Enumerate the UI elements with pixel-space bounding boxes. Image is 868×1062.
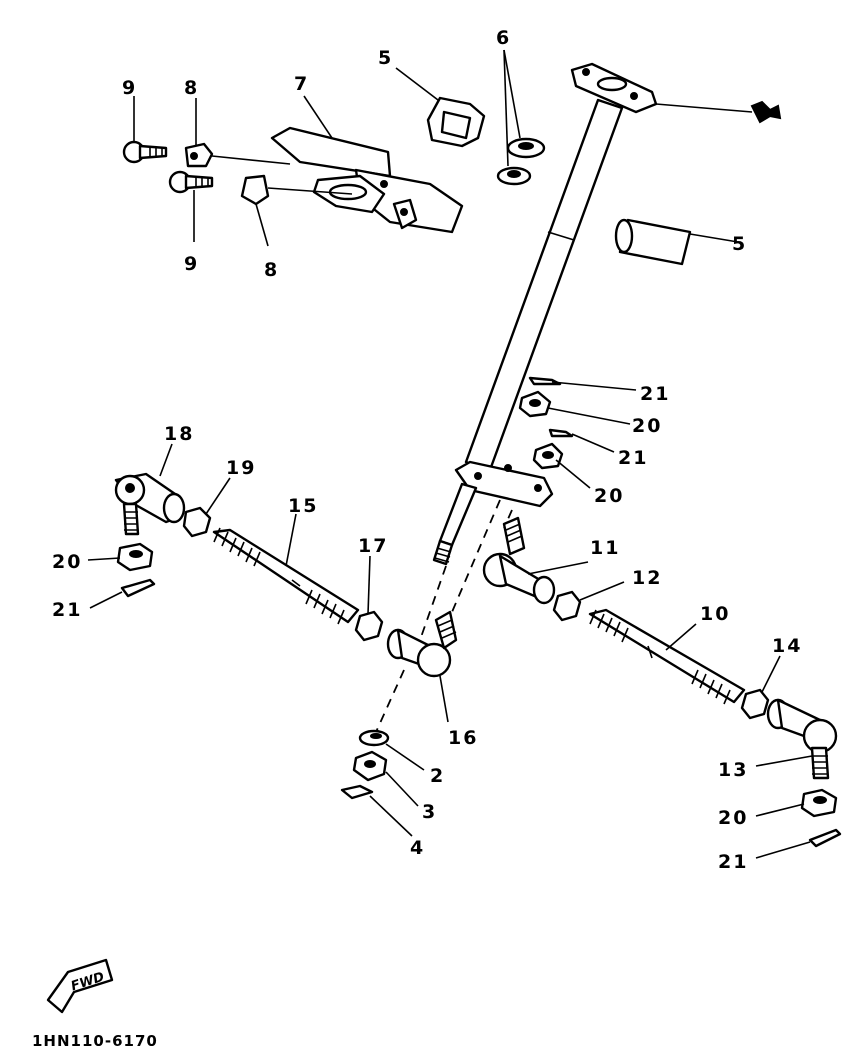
callout-18: 18 [164,423,194,445]
callout-14: 14 [772,635,802,657]
clamp-lower [240,174,353,206]
nut-3 [352,750,388,782]
nut-20-mid [532,442,564,470]
nut-20-left [116,542,154,572]
lock-nut-19 [182,506,212,538]
lock-nut-12 [552,590,582,622]
callout-20-c: 20 [52,551,82,573]
tie-rod-end-11 [482,516,556,605]
callout-11: 11 [590,537,620,559]
callout-21-d: 21 [718,851,748,873]
callout-20-a: 20 [632,415,662,437]
callout-8-upper: 8 [184,77,199,99]
callout-17: 17 [358,535,388,557]
callout-13: 13 [718,759,748,781]
callout-labels: 5 6 7 8 9 9 8 5 21 20 21 20 18 19 15 17 … [52,27,802,873]
callout-2: 2 [430,765,445,787]
cotter-pin-21-left [120,578,156,598]
steering-column [432,62,658,566]
cotter-pin-21-mid [548,428,574,438]
callout-5-upper: 5 [378,47,393,69]
bolt-lower [168,170,214,194]
tie-rod-right [588,608,746,705]
tie-rod-end-16 [386,610,458,678]
bolt-upper [122,140,168,164]
callout-21-b: 21 [618,447,648,469]
callout-8-lower: 8 [264,259,279,281]
callout-21-c: 21 [52,599,82,621]
bushing-upper [426,96,486,148]
shaft-top-detail [655,100,782,124]
callout-3: 3 [422,801,437,823]
callout-20-d: 20 [718,807,748,829]
tie-rod-left [212,527,360,625]
clamp-upper [184,142,291,168]
callout-9-upper: 9 [122,77,137,99]
tie-rod-end-13 [766,698,838,780]
nut-20-upper [518,390,552,418]
tie-rod-end-left [114,472,186,536]
callout-7: 7 [294,73,309,95]
lock-nut-14 [740,688,770,720]
callout-9-lower: 9 [184,253,199,275]
callout-19: 19 [226,457,256,479]
cotter-pin-21-right [808,828,842,848]
callout-20-b: 20 [594,485,624,507]
drawing-code: 1HN110-6170 [32,1032,158,1050]
lock-nut-17 [354,610,384,642]
forward-arrow-icon: FWD [46,958,114,1014]
callout-5-lower: 5 [732,233,747,255]
callout-21-a: 21 [640,383,670,405]
washer-2 [358,729,390,747]
callout-12: 12 [632,567,662,589]
callout-6: 6 [496,27,511,49]
cotter-pin-4 [340,784,374,800]
callout-4: 4 [410,837,425,859]
callout-16: 16 [448,727,478,749]
collar-pair [496,49,546,186]
bushing-lower [614,218,739,266]
callout-15: 15 [288,495,318,517]
callout-10: 10 [700,603,730,625]
nut-20-right [800,788,838,818]
leader-lines [87,67,813,859]
